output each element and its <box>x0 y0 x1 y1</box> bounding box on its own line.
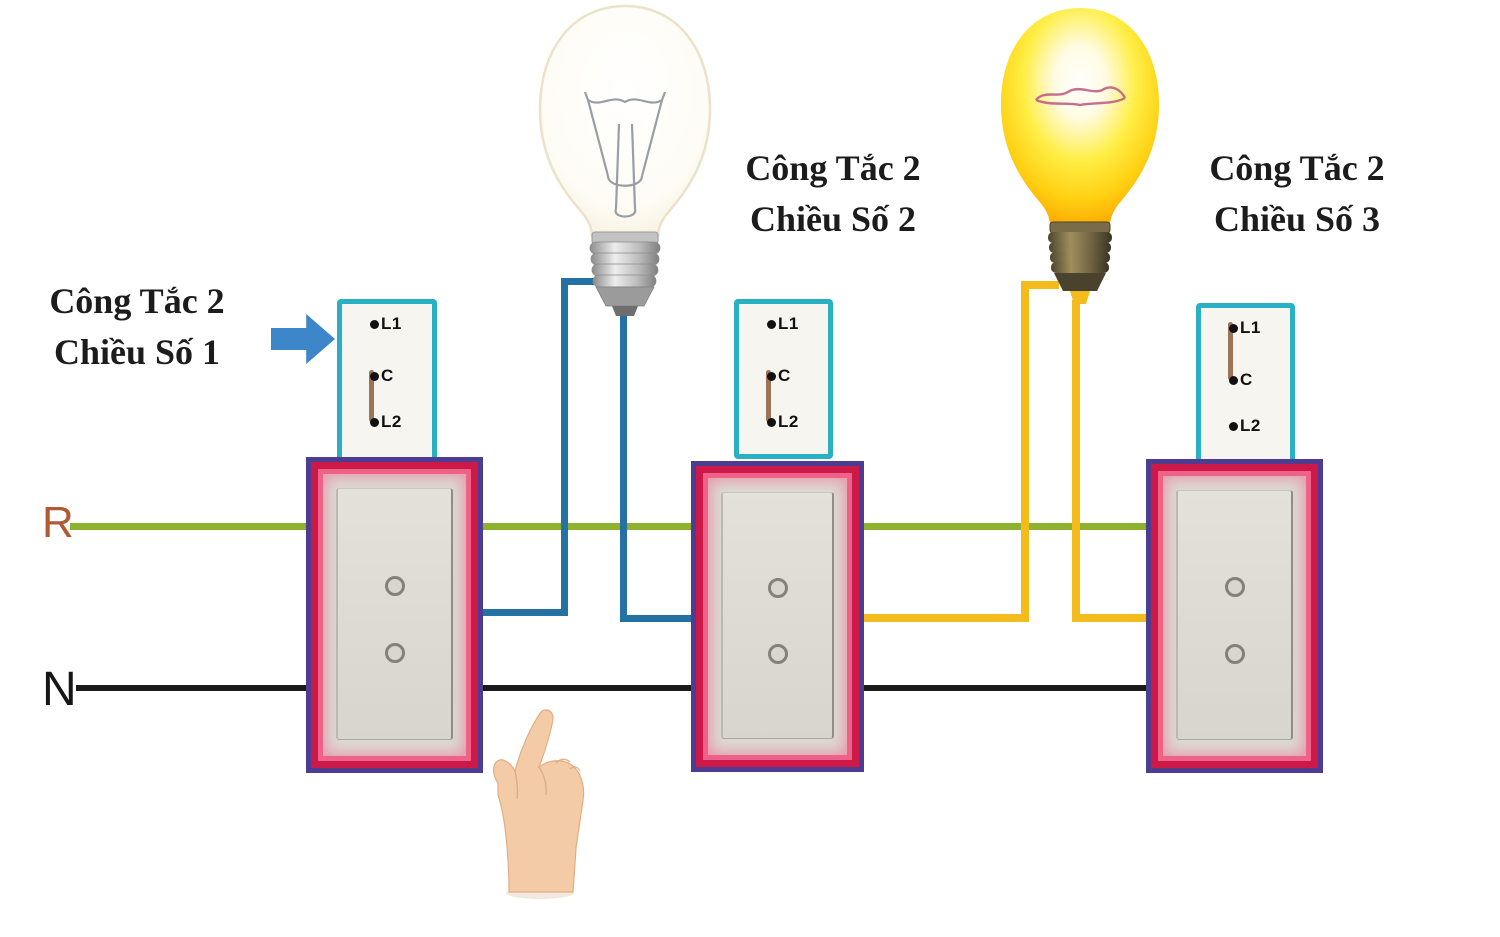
arrow-right-icon <box>271 314 335 364</box>
switch1-pink-frame <box>318 469 471 761</box>
screw-icon <box>767 577 788 598</box>
terminal-dot-icon <box>1229 375 1238 385</box>
yellow-traveler-to-switch2 <box>862 614 1029 622</box>
blue-traveler-to-switch1 <box>482 609 568 616</box>
terminal-l2-label: L2 <box>381 412 402 431</box>
switch3-title-line2: Chiều Số 3 <box>1213 199 1381 240</box>
switch3-title-line1: Công Tắc 2 <box>1209 148 1385 188</box>
terminal-dot-icon <box>767 371 776 381</box>
terminal-c-label: C <box>1240 370 1253 389</box>
switch1-red-frame <box>311 462 478 768</box>
switch2-red-frame <box>696 466 859 767</box>
switch1-schematic: L1 C L2 <box>337 299 437 462</box>
neutral-rail-label: N <box>42 663 77 716</box>
yellow-traveler-vertical-right <box>1072 300 1080 622</box>
terminal-c-label: C <box>778 366 791 385</box>
switch1-title: Công Tắc 2 Chiều Số 1 <box>17 276 257 378</box>
switch1-title-line1: Công Tắc 2 <box>49 281 225 321</box>
bulb-on-icon <box>1001 8 1159 304</box>
screw-icon <box>1224 644 1245 664</box>
terminal-dot-icon <box>767 417 776 427</box>
switch3-rocker <box>1176 490 1293 740</box>
switch1-title-line2: Chiều Số 1 <box>53 332 221 373</box>
screw-icon <box>384 643 405 664</box>
switch3-terminal-l1: L1 <box>1229 318 1261 338</box>
switch3-terminal-c: C <box>1229 370 1253 390</box>
terminal-c-label: C <box>381 366 394 385</box>
screw-icon <box>384 575 405 596</box>
blue-traveler-to-switch2 <box>620 615 695 622</box>
neutral-wire-black <box>76 685 1148 691</box>
terminal-l2-label: L2 <box>1240 416 1261 435</box>
switch3-title: Công Tắc 2 Chiều Số 3 <box>1177 143 1417 245</box>
terminal-dot-icon <box>767 319 776 329</box>
switch2-terminal-l2: L2 <box>767 412 799 432</box>
switch3-connector-l1-c <box>1228 322 1233 380</box>
live-rail-label: R <box>42 498 74 547</box>
switch1-terminal-l2: L2 <box>370 412 402 432</box>
bulb-off-icon <box>538 4 712 316</box>
pointing-hand-icon <box>493 709 585 899</box>
switch1-terminal-l1: L1 <box>370 314 402 334</box>
switch2-title-line1: Công Tắc 2 <box>745 148 921 188</box>
yellow-traveler-vertical-left <box>1021 281 1029 622</box>
terminal-l1-label: L1 <box>381 314 402 333</box>
terminal-dot-icon <box>370 371 379 381</box>
switch1-terminal-c: C <box>370 366 394 386</box>
wall-switch-3 <box>1146 459 1323 773</box>
switch3-red-frame <box>1151 464 1318 768</box>
switch2-pink-frame <box>703 473 852 760</box>
blue-traveler-to-bulb1 <box>561 278 601 285</box>
yellow-traveler-to-bulb2 <box>1021 281 1059 289</box>
live-wire-green <box>70 523 1148 530</box>
wall-switch-1 <box>306 457 483 773</box>
switch2-rocker <box>721 492 834 739</box>
switch1-connector-c-l2 <box>369 370 374 422</box>
terminal-dot-icon <box>370 319 379 329</box>
switch2-plate <box>708 478 847 755</box>
terminal-l2-label: L2 <box>778 412 799 431</box>
switch2-schematic: L1 C L2 <box>734 299 833 459</box>
switch2-terminal-c: C <box>767 366 791 386</box>
terminal-dot-icon <box>370 417 379 427</box>
switch1-plate <box>323 474 466 756</box>
screw-icon <box>1224 576 1245 597</box>
switch2-title: Công Tắc 2 Chiều Số 2 <box>713 143 953 245</box>
switch1-rocker <box>336 488 453 740</box>
terminal-dot-icon <box>1229 421 1238 431</box>
switch2-terminal-l1: L1 <box>767 314 799 334</box>
switch2-connector-c-l2 <box>766 370 771 422</box>
terminal-dot-icon <box>1229 323 1238 333</box>
yellow-traveler-to-switch3 <box>1072 614 1150 622</box>
wall-switch-2 <box>691 461 864 772</box>
screw-icon <box>767 644 788 665</box>
switch3-pink-frame <box>1158 471 1311 761</box>
switch3-terminal-l2: L2 <box>1229 416 1261 436</box>
blue-traveler-vertical-right <box>620 300 627 622</box>
switch3-plate <box>1163 476 1306 756</box>
terminal-l1-label: L1 <box>1240 318 1261 337</box>
terminal-l1-label: L1 <box>778 314 799 333</box>
blue-traveler-vertical-left <box>561 278 568 616</box>
switch2-title-line2: Chiều Số 2 <box>749 199 917 240</box>
switch3-schematic: L1 C L2 <box>1196 303 1295 464</box>
